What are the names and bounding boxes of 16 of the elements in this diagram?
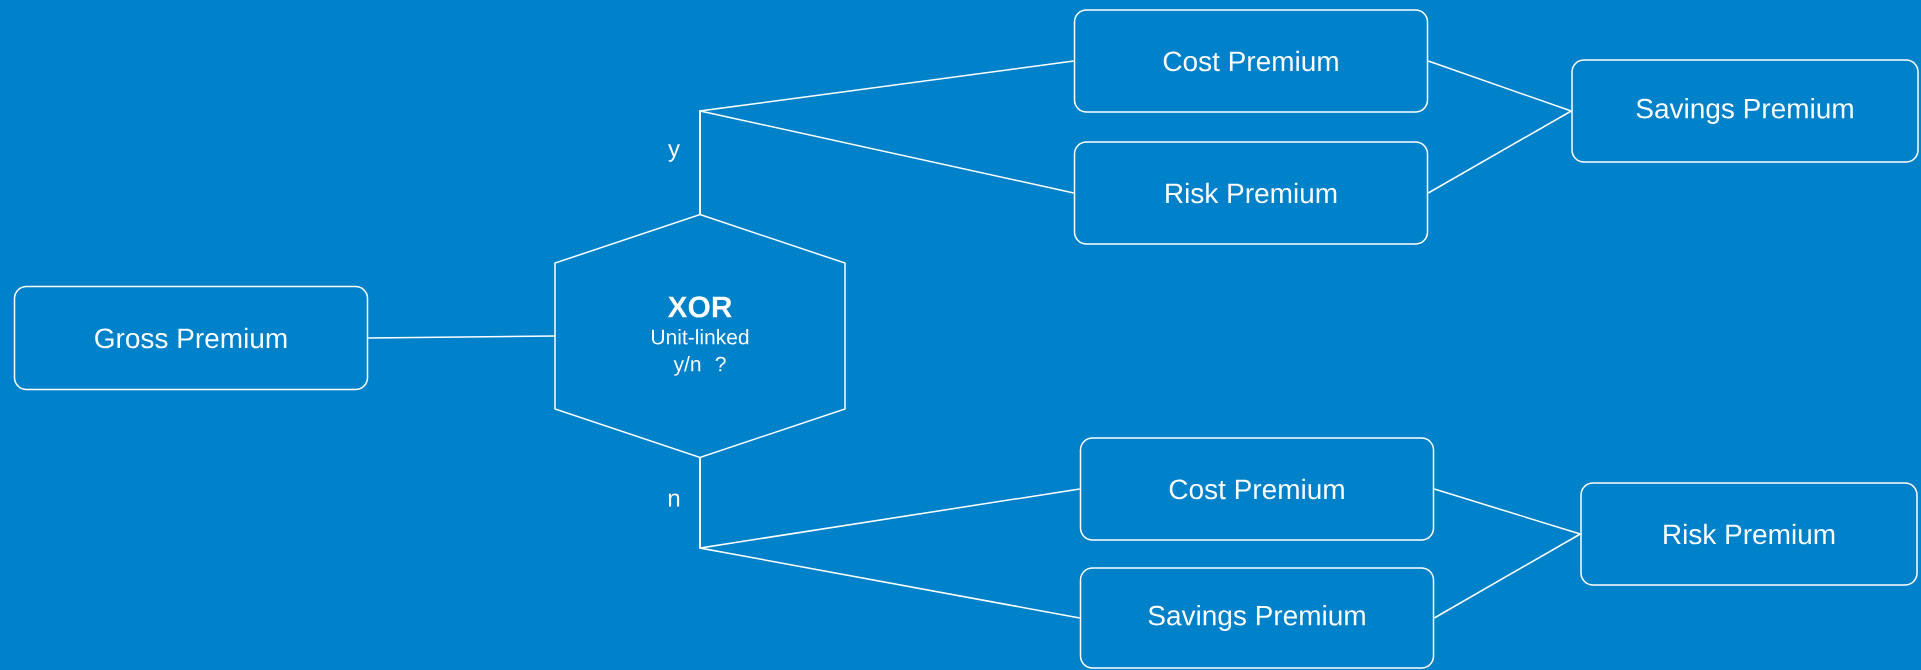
process-box: Risk Premium bbox=[1580, 482, 1918, 586]
process-box: Cost Premium bbox=[1079, 437, 1435, 541]
edge-label: y bbox=[666, 142, 682, 164]
connector-line bbox=[1427, 110, 1572, 194]
connector-line bbox=[1433, 488, 1581, 535]
process-box: Cost Premium bbox=[1073, 9, 1429, 113]
connector-line bbox=[1427, 60, 1572, 112]
connector-line bbox=[1433, 533, 1581, 619]
connector-line bbox=[367, 335, 556, 339]
connector-line bbox=[699, 456, 1081, 619]
process-box: Risk Premium bbox=[1073, 141, 1429, 245]
connector-line bbox=[699, 110, 1075, 216]
hexagon-gateway: XOR Unit-linked y/n ? bbox=[554, 213, 846, 459]
process-box: Gross Premium bbox=[13, 285, 369, 391]
process-box: Savings Premium bbox=[1079, 567, 1435, 669]
process-box: Savings Premium bbox=[1571, 59, 1919, 163]
